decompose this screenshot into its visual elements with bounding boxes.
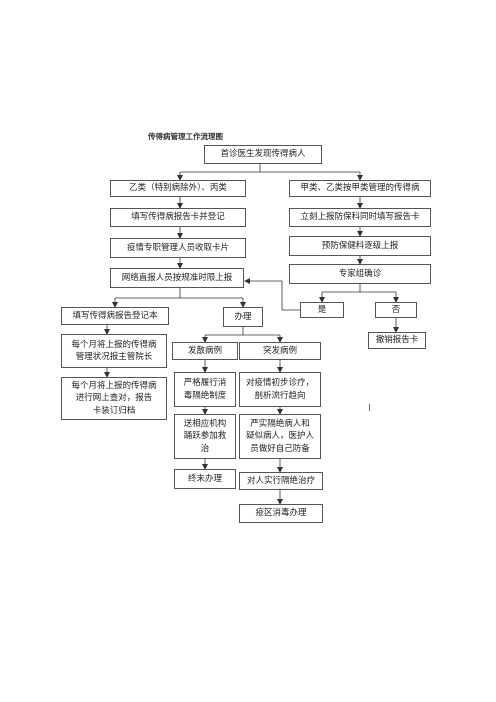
node-online-report: 网络直报人员按规准时限上报 xyxy=(110,268,244,288)
node-monthly-report: 每个月将上报的传得病 管理状况报主管院长 xyxy=(61,334,167,368)
node-class-b-c: 乙类（特别病除外）、丙类 xyxy=(110,180,246,197)
node-register-book: 填写传得病报告登记本 xyxy=(61,307,169,325)
node-survey: 对疫情初步诊疗， 剖析流行趋向 xyxy=(239,372,321,407)
node-sporadic: 发散病例 xyxy=(172,342,238,360)
node-immediate-report: 立刻上报防保科同时填写报告卡 xyxy=(289,208,431,227)
node-escalate: 预防保健科逐级上报 xyxy=(289,236,431,256)
node-no: 否 xyxy=(375,302,417,318)
node-class-a: 甲类、乙类按甲类管理的传得病 xyxy=(289,180,431,197)
node-monthly-archive: 每个月将上报的传得病 进行网上查对，报告 卡装订归档 xyxy=(61,377,167,420)
stray-mark xyxy=(369,404,370,411)
node-expert: 专家组确诊 xyxy=(289,264,431,284)
node-collect-cards: 疫情专职管理人员收取卡片 xyxy=(110,238,246,258)
node-isolation-treat: 对人实行隔绝治疗 xyxy=(239,472,323,490)
node-start: 首诊医生发现传得病人 xyxy=(204,145,322,164)
node-handle: 办理 xyxy=(223,307,263,327)
node-cancel: 撤销报告卡 xyxy=(368,332,426,349)
diagram-title: 传得病管理工作流理图 xyxy=(148,132,223,141)
arrow-yes-to-online-report xyxy=(244,278,300,311)
node-isolate-staff: 严实隔绝病人和 疑似病人，医护人 员做好自己防备 xyxy=(239,414,321,459)
node-strict: 严格履行消 毒隔绝制度 xyxy=(174,372,236,407)
node-fill-report: 填写传得病报告卡并登记 xyxy=(110,208,246,227)
node-end: 终末办理 xyxy=(174,469,236,489)
node-transfer: 送相应机构 踊跃参加救 治 xyxy=(174,414,236,459)
node-outbreak: 突发病例 xyxy=(239,342,321,360)
node-disinfect: 疫区消毒办理 xyxy=(239,504,323,523)
node-yes: 是 xyxy=(300,302,344,318)
